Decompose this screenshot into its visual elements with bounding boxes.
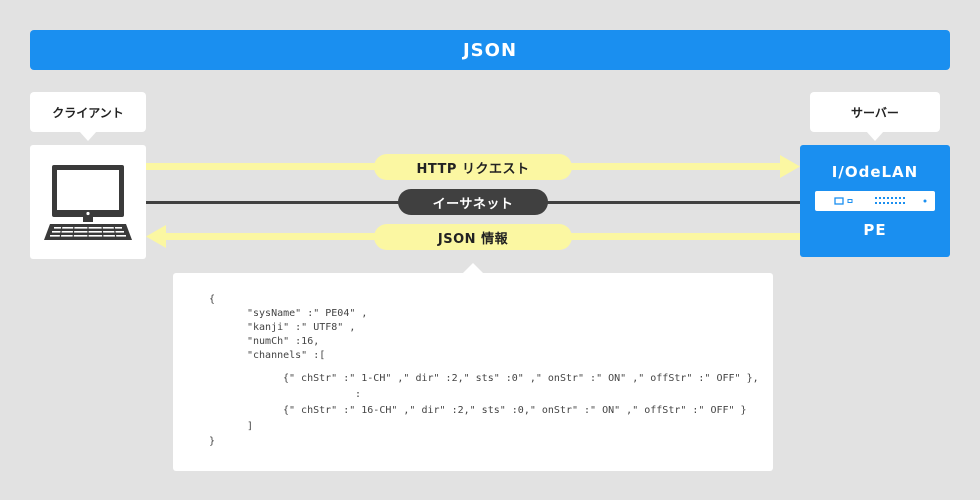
- json-code-panel: { "sysName" :" PE04" , "kanji" :" UTF8" …: [173, 273, 773, 471]
- ethernet-label: イーサネット: [432, 196, 514, 212]
- server-box: I/OdeLAN PE: [800, 145, 950, 257]
- code-line: :: [355, 389, 362, 400]
- json-info-pill: JSON 情報: [374, 224, 572, 250]
- client-label: クライアント: [52, 105, 124, 120]
- server-label: サーバー: [851, 105, 899, 120]
- title-text: JSON: [462, 39, 518, 61]
- server-callout: サーバー: [810, 92, 940, 141]
- request-arrowhead: [780, 155, 800, 178]
- code-line: {: [209, 294, 216, 305]
- http-request-pill: HTTP リクエスト: [374, 154, 572, 180]
- client-callout: クライアント: [30, 92, 146, 141]
- code-line: {" chStr" :" 1-CH" ," dir" :2," sts" :0"…: [283, 373, 759, 384]
- code-line: }: [209, 436, 216, 447]
- title-banner: JSON: [30, 30, 950, 70]
- code-line: "kanji" :" UTF8" ,: [247, 322, 356, 333]
- device-model: PE: [863, 221, 887, 239]
- device-unit-icon: [815, 191, 935, 211]
- client-box: [30, 145, 146, 259]
- code-line: "sysName" :" PE04" ,: [247, 308, 368, 319]
- computer-icon: [44, 165, 132, 240]
- code-line: {" chStr" :" 16-CH" ," dir" :2," sts" :0…: [283, 405, 747, 416]
- code-line: "numCh" :16,: [247, 336, 320, 347]
- code-line: ]: [247, 421, 254, 432]
- json-info-label: JSON 情報: [437, 231, 509, 247]
- code-pointer: [463, 263, 483, 273]
- ethernet-pill: イーサネット: [398, 189, 548, 215]
- device-name: I/OdeLAN: [831, 163, 919, 181]
- http-request-label: HTTP リクエスト: [416, 161, 530, 177]
- code-line: "channels" :[: [247, 350, 326, 361]
- response-arrowhead: [146, 225, 166, 248]
